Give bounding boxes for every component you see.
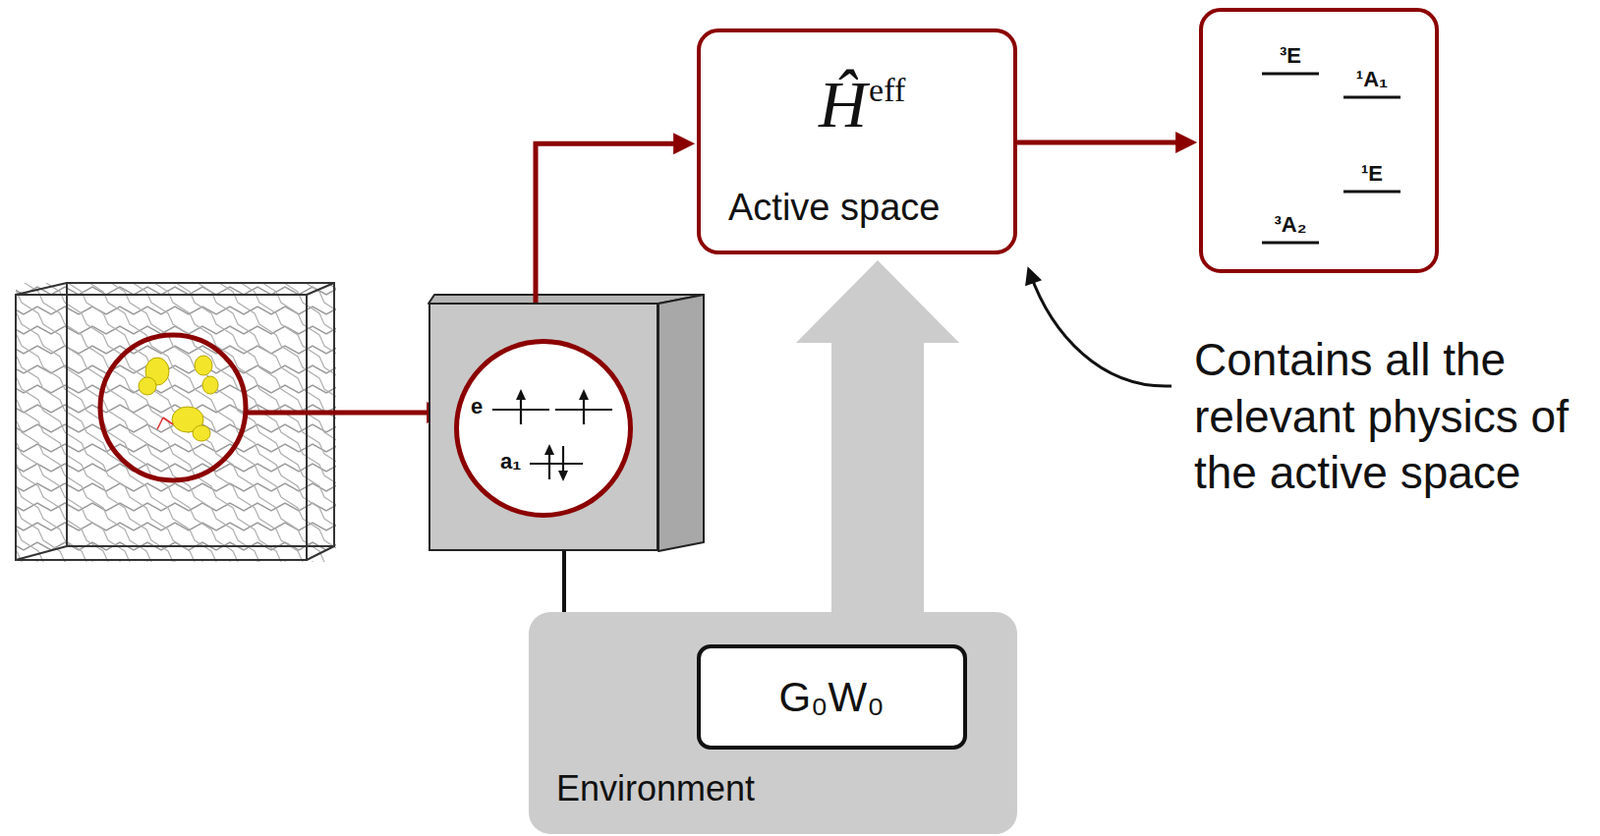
lattice-bond — [15, 503, 337, 512]
lattice-bond — [129, 283, 337, 563]
defect-circle — [100, 335, 246, 481]
vacancy-bonds — [157, 417, 173, 430]
lattice-bond — [15, 286, 337, 295]
spin-arrow — [548, 452, 551, 480]
lattice-bond — [15, 283, 320, 563]
orbital-level — [529, 462, 583, 465]
callout-text: Contains all the relevant physics of the… — [1194, 332, 1596, 503]
defect-box: e a₁ — [428, 302, 659, 552]
energy-level — [1343, 190, 1401, 194]
state-label: ³A₂ — [1274, 213, 1308, 237]
defect-orbitals — [138, 355, 219, 442]
active-space-box: ĤeffActive space — [696, 28, 1018, 255]
connector-arrow — [1017, 140, 1188, 146]
lattice-bond — [15, 283, 82, 563]
energy-level — [1261, 72, 1319, 76]
environment-band: G₀W₀ Environment — [528, 612, 1018, 835]
lattice-bond — [302, 283, 337, 563]
lattice-bond — [15, 283, 233, 563]
lattice-bond — [15, 463, 337, 472]
lattice-bond — [237, 283, 337, 563]
energy-level-box: ³E ¹A₁ ¹E ³A₂ — [1199, 7, 1439, 274]
energy-level — [1261, 241, 1319, 245]
state-label: ¹E — [1361, 162, 1383, 186]
lattice-bond — [108, 283, 337, 563]
lattice-bond — [15, 483, 337, 492]
lattice-bond — [194, 283, 337, 563]
orbital-label: a₁ — [500, 450, 521, 474]
spin-arrow — [562, 446, 565, 474]
energy-level — [1343, 96, 1401, 100]
callout-leader — [1029, 273, 1172, 387]
box-title: G₀W₀ — [778, 675, 884, 721]
lattice-bond — [15, 283, 277, 563]
state-label: ¹A₁ — [1356, 67, 1388, 92]
orbital-diagram — [458, 343, 629, 514]
spin-arrow — [519, 397, 522, 425]
energy-levels — [1202, 11, 1435, 270]
orbital-label: e — [470, 395, 483, 419]
lattice-bond — [15, 283, 147, 563]
lattice-bond — [172, 283, 337, 563]
spin-arrow — [582, 397, 585, 425]
lattice-bond — [15, 283, 104, 563]
band-title: Environment — [556, 769, 755, 809]
lattice-bond — [281, 283, 337, 563]
box-title: Active space — [728, 187, 940, 229]
spin-arrowhead — [544, 444, 555, 456]
g0w0-box: G₀W₀ — [696, 644, 968, 750]
block-arrow — [796, 260, 960, 614]
spin-arrowhead — [515, 389, 526, 400]
zoom-arrow — [247, 410, 439, 416]
lattice-bond — [43, 283, 337, 563]
lattice-bond — [216, 283, 337, 563]
lattice-bond — [64, 283, 337, 563]
supercell-outline — [15, 283, 335, 561]
hamiltonian-symbol: Ĥ — [818, 67, 867, 142]
orbital-circle: e a₁ — [454, 339, 633, 518]
cube-faces — [428, 294, 704, 552]
lattice-bond — [21, 283, 337, 563]
crystal-lattice — [15, 283, 337, 563]
spin-arrowhead — [558, 470, 569, 482]
superscript: eff — [868, 71, 906, 109]
spin-arrowhead — [578, 389, 589, 400]
state-label: ³E — [1279, 44, 1302, 68]
